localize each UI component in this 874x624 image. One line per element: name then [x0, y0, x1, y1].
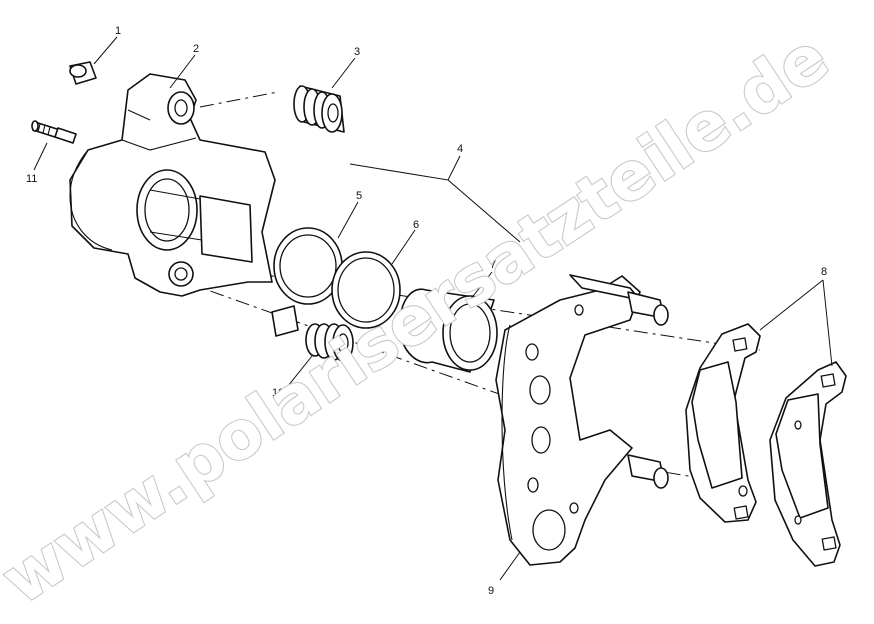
callout-5: 5 — [356, 190, 362, 202]
callout-7: 7 — [490, 259, 496, 271]
part-10-slide-pin — [271, 305, 354, 362]
callout-8: 8 — [821, 266, 827, 278]
part-9-bracket — [495, 274, 669, 566]
part-2-caliper-body — [69, 73, 276, 297]
part-11-bleeder-screw — [31, 120, 77, 144]
callout-11: 11 — [26, 173, 37, 185]
part-7-piston — [399, 288, 498, 373]
callout-2: 2 — [193, 43, 199, 55]
callout-9: 9 — [488, 585, 494, 597]
callout-10: 10 — [272, 387, 284, 399]
part-6-dust-seal — [331, 251, 401, 329]
part-8-brake-pad-outer — [769, 361, 847, 567]
part-5-seal — [273, 227, 343, 305]
callout-6: 6 — [413, 219, 419, 231]
callout-labels: 1 2 3 4 5 6 7 8 9 10 11 — [26, 25, 827, 597]
part-1-cap — [69, 61, 97, 85]
leader-lines — [33, 36, 833, 581]
part-8-brake-pad-inner — [685, 323, 761, 523]
callout-1: 1 — [115, 25, 121, 37]
callout-4: 4 — [457, 143, 463, 155]
callout-3: 3 — [354, 46, 360, 58]
part-3-boot — [293, 85, 345, 133]
